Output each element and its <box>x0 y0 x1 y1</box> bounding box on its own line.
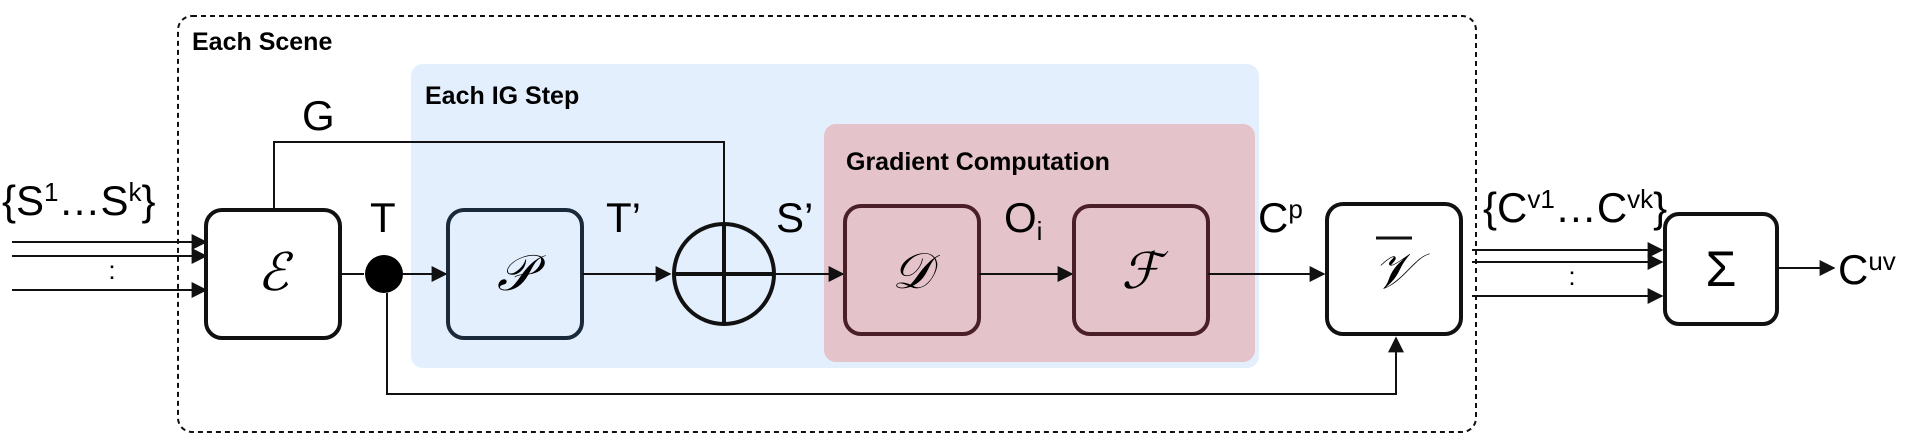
final-output-label: Cuv <box>1838 246 1896 293</box>
s-prime-label: S’ <box>776 194 813 241</box>
g-path <box>273 141 725 224</box>
input-set-label: {S1…Sk} <box>2 177 156 224</box>
adder-node <box>672 222 776 326</box>
t-label: T <box>370 194 396 241</box>
gradient-region-title: Gradient Computation <box>846 148 1110 176</box>
ig-step-region-title: Each IG Step <box>425 82 579 110</box>
t-bypass-path <box>386 293 1404 395</box>
t-prime-label: T’ <box>606 194 641 241</box>
output-ellipsis: : <box>1568 261 1575 291</box>
sum-symbol: Σ <box>1706 241 1737 297</box>
scene-region-title: Each Scene <box>192 28 332 56</box>
validator-block <box>1325 202 1463 336</box>
scene-region <box>177 15 1477 433</box>
feature-block <box>1072 204 1210 336</box>
o-label: Oi <box>1004 194 1042 246</box>
t-junction-node <box>365 255 403 293</box>
decoder-block <box>843 204 981 336</box>
input-ellipsis: : <box>108 255 115 285</box>
g-label: G <box>302 92 335 139</box>
cp-label: Cp <box>1258 194 1303 241</box>
validator-output-set-label: {Cv1…Cvk} <box>1483 184 1667 231</box>
encoder-symbol: ℰ <box>257 243 293 303</box>
